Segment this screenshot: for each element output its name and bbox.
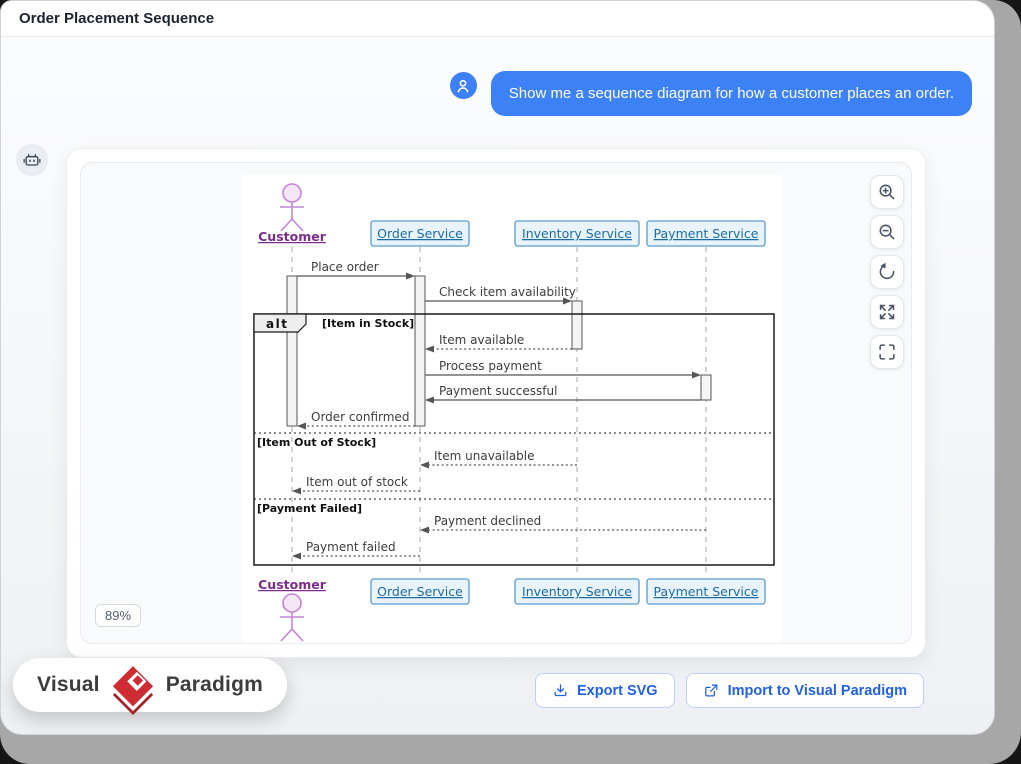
chat-row: Show me a sequence diagram for how a cus…	[449, 71, 972, 116]
export-svg-button[interactable]: Export SVG	[535, 673, 675, 708]
fullscreen-button[interactable]	[870, 335, 904, 369]
svg-text:[Item in Stock]: [Item in Stock]	[322, 317, 414, 330]
svg-text:Item out of stock: Item out of stock	[306, 475, 408, 489]
zoom-out-icon	[879, 224, 895, 240]
app-window: Order Placement Sequence Show me a seque…	[0, 0, 995, 735]
brand-text-visual: Visual	[37, 673, 100, 696]
zoom-in-icon	[879, 184, 895, 200]
svg-text:Inventory Service: Inventory Service	[522, 584, 632, 599]
person-icon	[457, 79, 469, 92]
svg-text:Payment Service: Payment Service	[654, 584, 759, 599]
viewer-controls	[870, 175, 904, 369]
expand-button[interactable]	[870, 295, 904, 329]
svg-text:Customer: Customer	[258, 577, 327, 592]
header-bar: Order Placement Sequence	[1, 1, 994, 37]
svg-text:Process payment: Process payment	[439, 359, 542, 373]
export-svg-label: Export SVG	[577, 682, 658, 699]
svg-text:Customer: Customer	[258, 229, 327, 244]
zoom-level-badge: 89%	[95, 604, 142, 627]
expand-icon	[879, 304, 895, 320]
zoom-in-button[interactable]	[870, 175, 904, 209]
svg-text:Place order: Place order	[311, 260, 379, 274]
reset-view-button[interactable]	[870, 255, 904, 289]
external-link-icon	[704, 684, 718, 697]
visual-paradigm-logo[interactable]: Visual Paradigm	[13, 658, 287, 715]
footer-actions: Export SVG Import to Visual Paradigm	[535, 673, 924, 708]
svg-text:Inventory Service: Inventory Service	[522, 226, 632, 241]
svg-text:Payment declined: Payment declined	[434, 514, 541, 528]
svg-text:Payment Service: Payment Service	[654, 226, 759, 241]
brand-text-paradigm: Paradigm	[165, 673, 263, 696]
svg-text:Order Service: Order Service	[377, 226, 463, 241]
svg-text:Payment successful: Payment successful	[439, 384, 557, 398]
user-message-bubble: Show me a sequence diagram for how a cus…	[490, 71, 972, 116]
svg-text:Order confirmed: Order confirmed	[311, 410, 409, 424]
zoom-out-button[interactable]	[870, 215, 904, 249]
import-to-vp-label: Import to Visual Paradigm	[727, 682, 907, 699]
svg-text:alt: alt	[266, 317, 288, 331]
user-avatar	[449, 72, 477, 99]
bot-avatar	[16, 144, 48, 176]
svg-text:Item unavailable: Item unavailable	[434, 449, 535, 463]
import-to-vp-button[interactable]: Import to Visual Paradigm	[685, 673, 924, 708]
svg-text:Item available: Item available	[439, 333, 524, 347]
svg-text:Payment failed: Payment failed	[306, 540, 396, 554]
svg-text:Check item availability: Check item availability	[439, 285, 576, 299]
robot-icon	[23, 153, 41, 166]
download-icon	[554, 684, 567, 697]
svg-text:Order Service: Order Service	[377, 584, 463, 599]
fullscreen-icon	[879, 344, 895, 360]
svg-text:[Item Out of Stock]: [Item Out of Stock]	[257, 436, 376, 449]
svg-text:[Payment Failed]: [Payment Failed]	[257, 502, 362, 515]
page-title: Order Placement Sequence	[19, 10, 215, 27]
visual-paradigm-diamond-icon	[112, 666, 153, 715]
reset-icon	[879, 262, 895, 280]
